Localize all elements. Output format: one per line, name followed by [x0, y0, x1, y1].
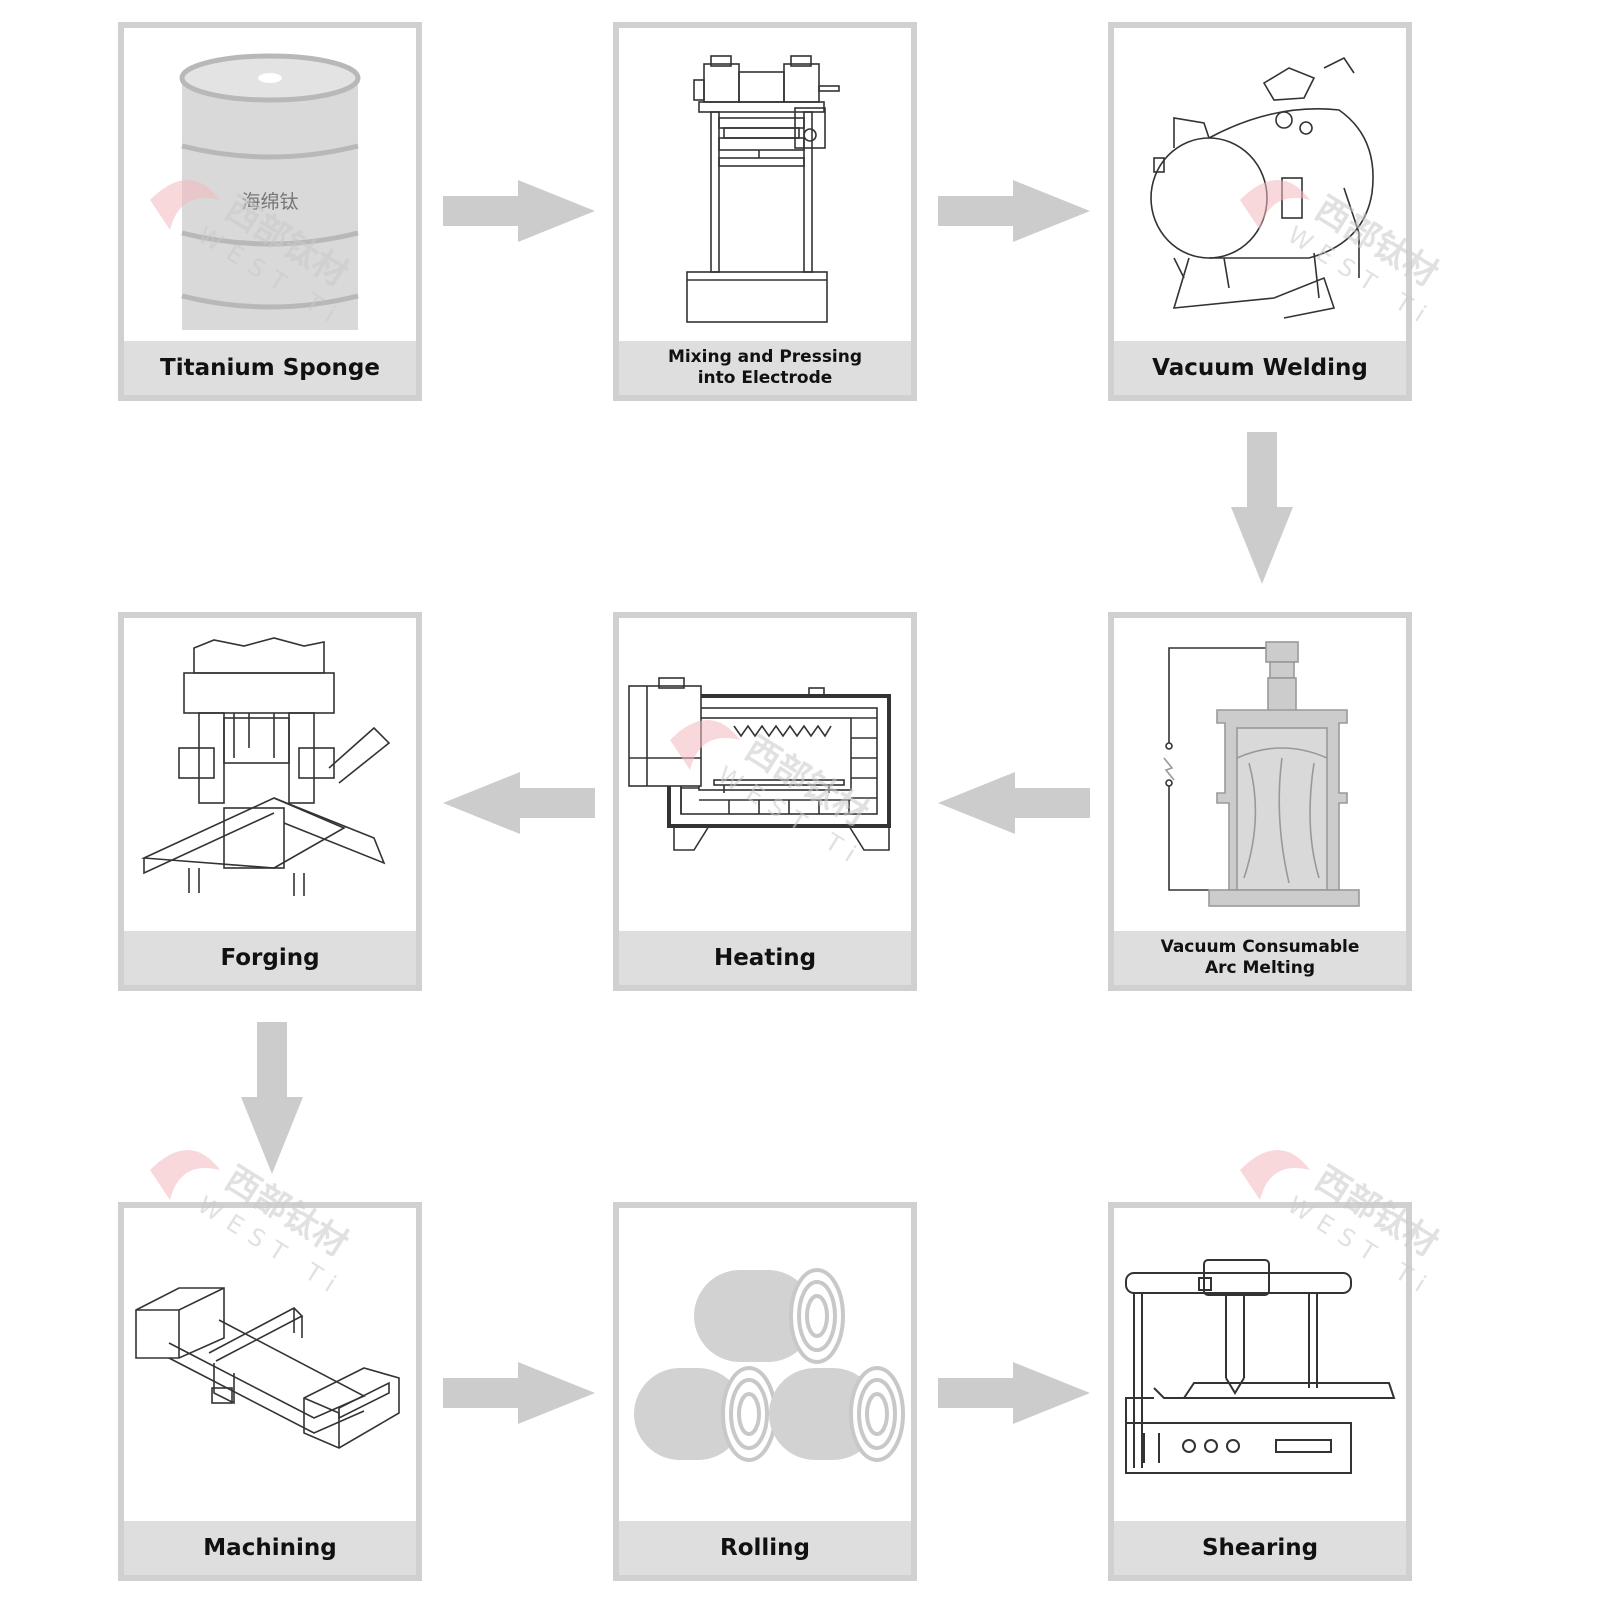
- arrow-down-icon: [1231, 432, 1293, 584]
- step-card-shearing: Shearing: [1108, 1202, 1412, 1581]
- machining-illustration: [135, 1287, 400, 1449]
- step-label: Titanium Sponge: [124, 341, 416, 395]
- rolling-illustration: [634, 1268, 905, 1462]
- arc-melting-illustration: [1163, 641, 1360, 907]
- step-label: Machining: [124, 1521, 416, 1575]
- drum-illustration: 海绵钛: [179, 53, 361, 330]
- arrow-left-icon: [938, 772, 1090, 834]
- step-label: Vacuum Welding: [1114, 341, 1406, 395]
- step-card-titanium-sponge: 海绵钛 Titanium Sponge: [118, 22, 422, 401]
- step-card-rolling: Rolling: [613, 1202, 917, 1581]
- step-label: Heating: [619, 931, 911, 985]
- arrow-right-icon: [938, 1362, 1090, 1424]
- arrow-right-icon: [443, 1362, 595, 1424]
- arrow-down-icon: [241, 1022, 303, 1174]
- step-label: Forging: [124, 931, 416, 985]
- drum-text: 海绵钛: [241, 191, 298, 213]
- step-card-machining: Machining: [118, 1202, 422, 1581]
- shearing-illustration: [1125, 1259, 1396, 1474]
- step-card-forging: Forging: [118, 612, 422, 991]
- step-label: Rolling: [619, 1521, 911, 1575]
- arrow-left-icon: [443, 772, 595, 834]
- forge-illustration: [140, 637, 391, 896]
- vacuum-welder-illustration: [1150, 56, 1374, 319]
- arrow-right-icon: [443, 180, 595, 242]
- step-card-heating: Heating: [613, 612, 917, 991]
- furnace-illustration: [628, 677, 891, 851]
- step-card-vacuum-welding: Vacuum Welding: [1108, 22, 1412, 401]
- step-label: Shearing: [1114, 1521, 1406, 1575]
- press-illustration: [686, 55, 840, 323]
- arrow-right-icon: [938, 180, 1090, 242]
